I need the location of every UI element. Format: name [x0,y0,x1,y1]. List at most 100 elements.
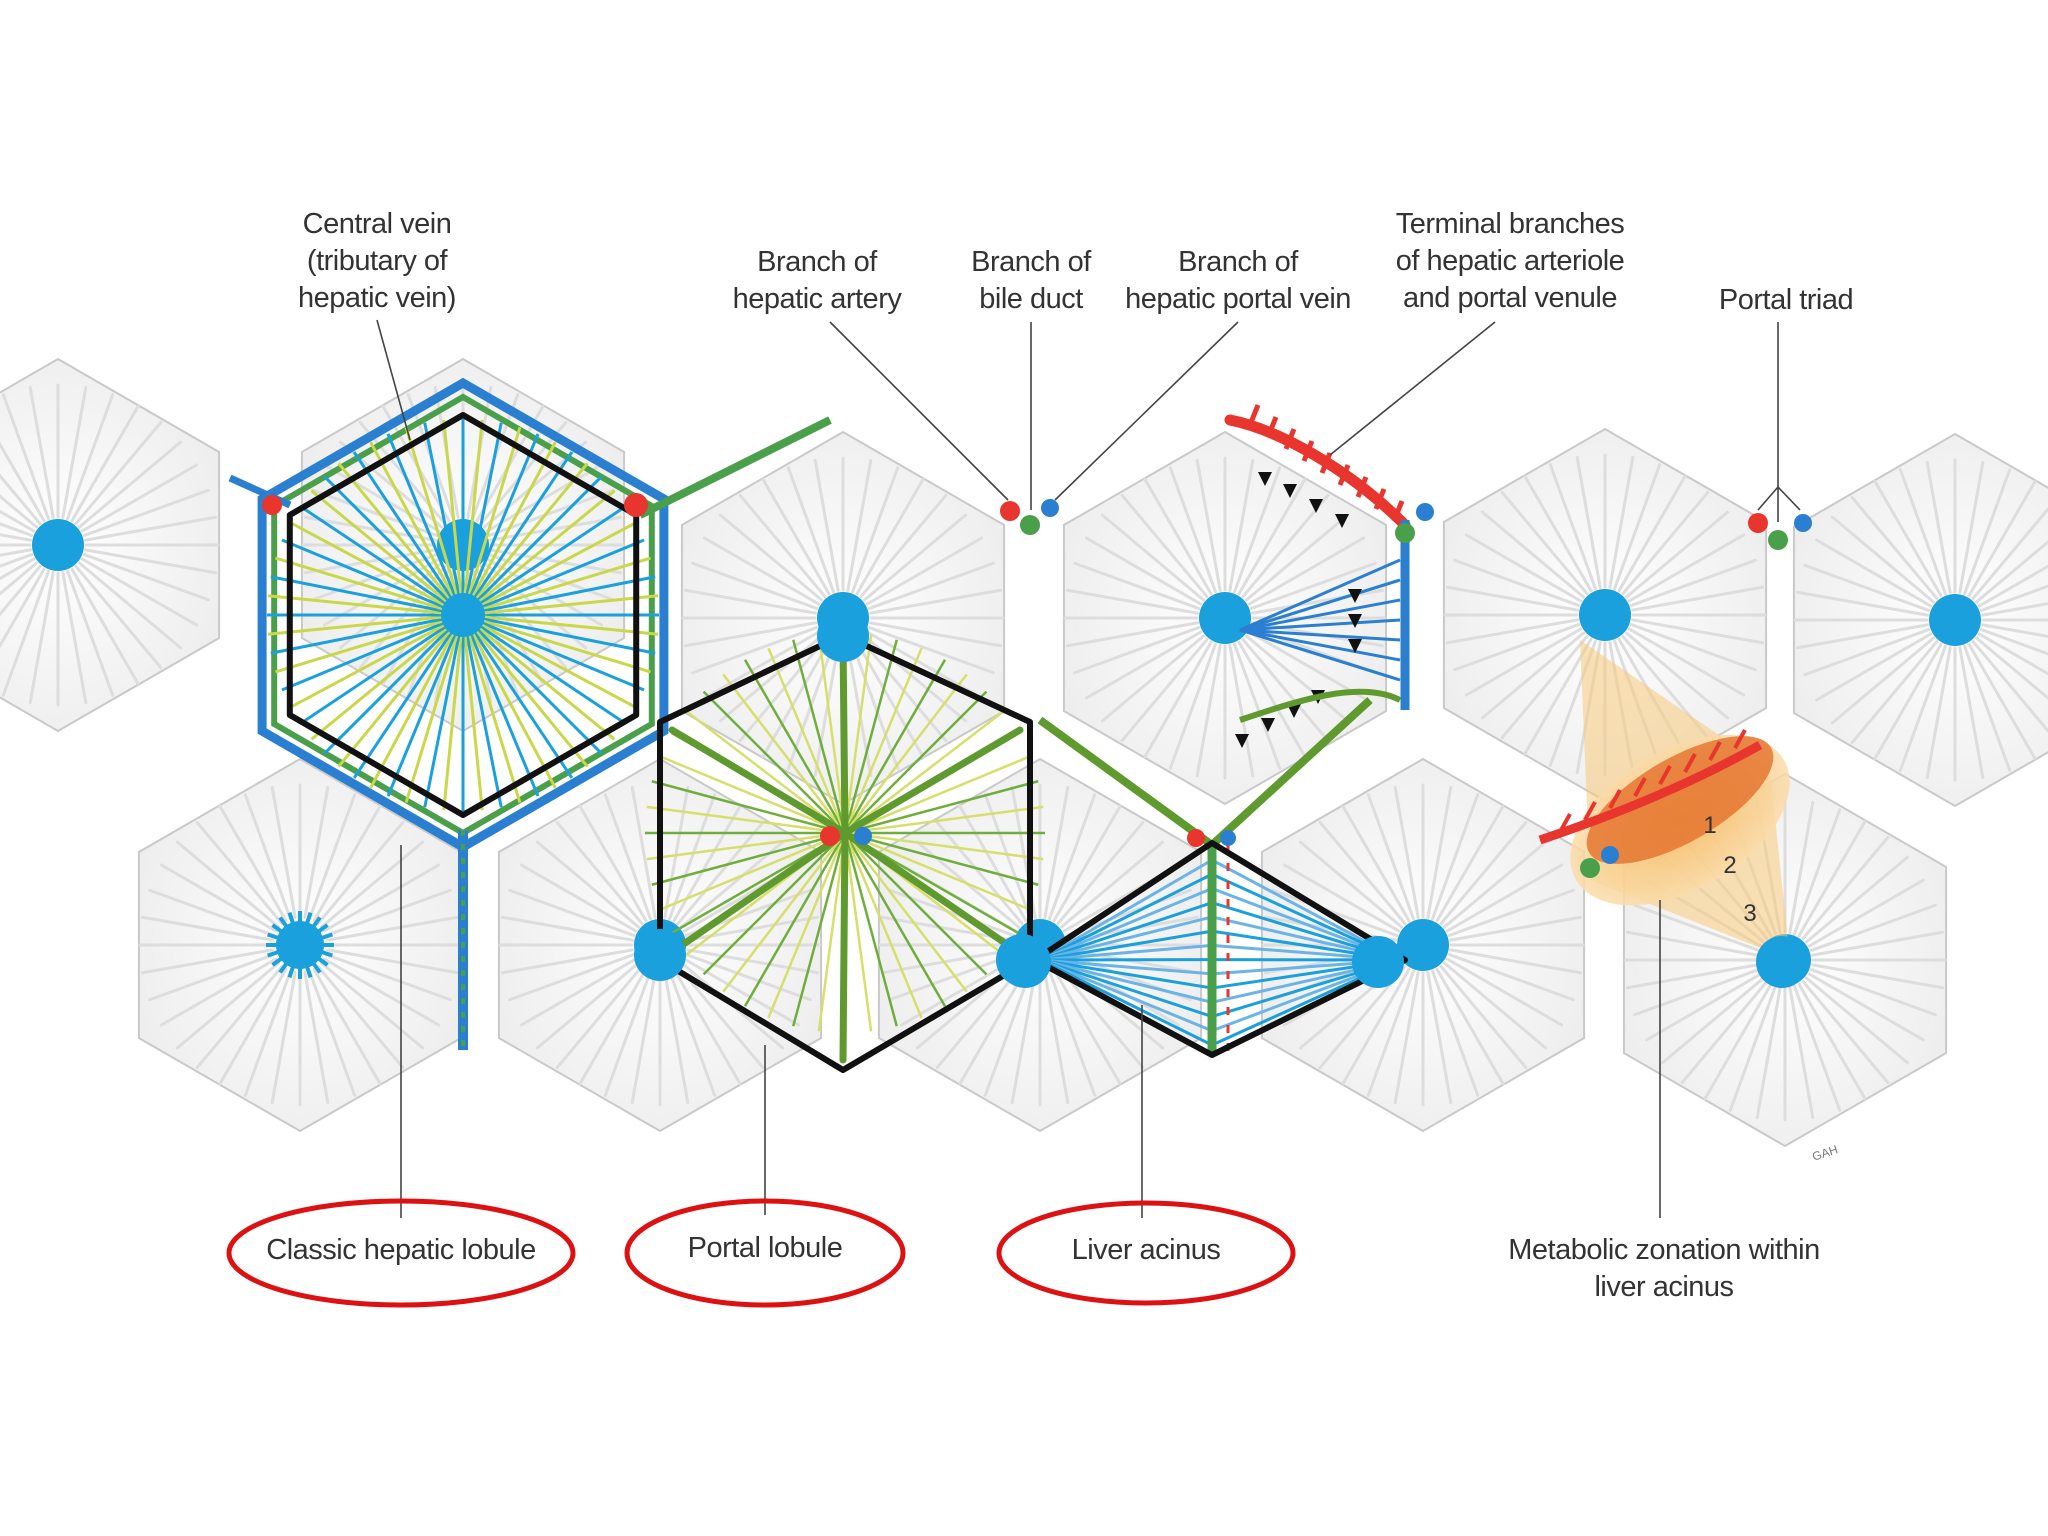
classic-ray [480,594,659,615]
portal-sinusoid [843,634,873,834]
portal-sinusoid [844,710,1005,834]
sinusoid-ray [1804,855,1910,944]
sinusoid-ray [1318,820,1407,926]
sinusoid-ray [1247,536,1366,606]
sinusoid-ray [77,561,183,650]
sinusoid-ray [702,630,821,700]
sinusoid-ray [683,588,817,615]
zonation-twig [1583,801,1597,821]
sinusoid-ray [519,957,638,1027]
sinusoid-ray [1052,967,1122,1086]
classic-lobule-illustration [228,377,832,1050]
acinus-sinusoid [1039,915,1213,962]
portal-corner-vein [634,929,686,981]
classic-ray [423,632,461,808]
classic-ray [270,617,446,655]
sinusoid-ray [718,513,824,602]
sinusoid-ray [983,969,1032,1097]
sinusoid-ray [958,804,1028,923]
sinusoid-ray [1807,878,1926,948]
classic-ray [267,615,446,636]
sinusoid-ray [555,820,644,926]
arteriole-twig [1355,476,1369,498]
sinusoid-ray [140,915,274,942]
sinusoid-ray [1393,785,1420,919]
terminal-branches-illustration [1224,404,1434,748]
acinus-sinusoid [1039,958,1213,1018]
classic-ray [474,475,603,604]
sinusoid-ray [1795,623,1929,650]
sinusoid-ray [1967,479,2037,598]
classic-ray [275,556,447,612]
classic-ray [465,422,503,598]
sinusoid-ray [683,621,817,648]
metabolic-zonation-illustration [1538,640,1808,988]
leader-line [376,319,411,441]
sinusoid-ray [1898,468,1947,596]
classic-ray [473,462,589,603]
sinusoid-ray [1728,984,1777,1112]
portal-sinusoid [844,755,1031,835]
portal-sinusoid [743,659,847,834]
zone-3-number: 3 [1743,900,1757,927]
venule-flow-line [1239,628,1401,642]
sinusoid-ray [1788,800,1815,934]
classic-ray [310,489,451,605]
sinusoid-ray [1793,808,1842,936]
portal-triad-label: Portal triad [1718,284,1854,316]
sinusoid-ray [0,509,36,533]
venule-flow-lines [1239,558,1401,682]
sinusoid-ray [676,964,765,1070]
highlight-circle [624,1198,906,1308]
sinusoid-ray [1644,972,1763,1042]
flow-arrowhead [1348,589,1362,603]
sinusoid-ray [668,969,717,1097]
acinus-sinusoid [1039,958,1213,1004]
classic-ray [479,618,651,674]
portal-sinusoid [659,755,846,835]
classic-ray [337,462,453,603]
sinusoid-ray [1237,640,1307,759]
sinusoid-ray [862,513,968,602]
portal-sinusoid [722,832,846,993]
sinusoid-ray [322,957,441,1027]
sinusoid-ray [1629,623,1757,672]
sinusoid-ray [1431,969,1480,1097]
classic-ray [468,631,540,797]
central-vein [1579,589,1631,641]
sinusoid-ray [1233,642,1282,770]
sinusoid-ray [70,404,140,523]
arteriole-twig [1247,404,1261,426]
zonation-bile-dot [1580,858,1600,878]
interlobular-branch [638,416,832,519]
sinusoid-ray [738,493,827,599]
acinus-vein-dot [1220,830,1236,846]
classic-ray [465,632,503,808]
sinusoid-ray [869,621,1003,648]
portal-sinusoid [792,639,847,834]
sinusoid-ray [1445,957,1564,1027]
sinusoid-ray [1449,915,1583,942]
classic-ray [289,521,448,608]
sinusoid-ray [1801,979,1890,1085]
central-vein [32,519,84,571]
classic-ray [404,631,460,803]
acinus-branch [1037,716,1215,849]
sinusoid-ray [1100,513,1206,602]
sinusoid-ray [813,458,840,592]
sinusoid-ray [1971,506,2048,601]
sinusoid-ray [1233,466,1282,594]
sinusoid-ray [218,967,288,1086]
sinusoid-ray [270,971,297,1105]
sinusoid-ray [1143,477,1213,596]
leader-line [829,321,1009,501]
terminal-bile-branch [1239,688,1402,723]
sinusoid-ray [243,793,292,921]
sinusoid-ray [1271,888,1399,937]
sinusoid-ray [508,888,636,937]
sinusoid-ray [485,463,604,533]
classic-ray [270,575,446,613]
sinusoid-ray [738,637,827,743]
acinus-central-vein [999,936,1051,988]
arteriole-twig [1283,428,1297,450]
